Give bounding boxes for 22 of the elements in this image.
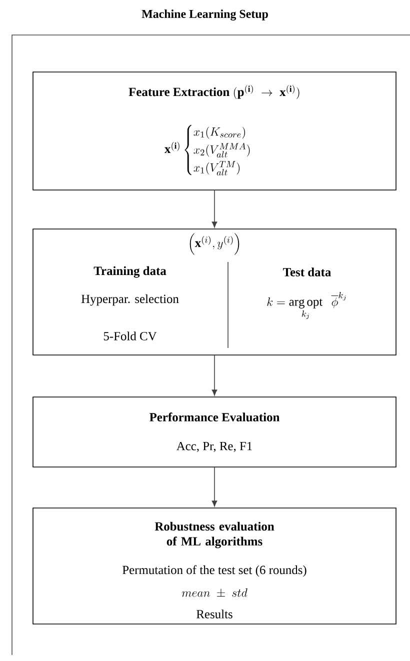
diagram-title: Machine Learning Setup <box>142 10 268 20</box>
box-heading: Performance Evaluation <box>150 412 280 422</box>
arrow <box>212 190 218 228</box>
box-heading: Feature Extraction $(\mathbf{p}^{(\mathbf{i})} \;\rightarrow\; \mathbf{x}^{(\mathbf{i})})$ <box>128 84 300 100</box>
formula: $k = \mathop{\mathrm{arg\,opt}}\limits_{k_j} \;\; \overline{\phi}^{k_j}$ <box>267 292 346 319</box>
box-text: Results <box>196 610 232 618</box>
process-box <box>32 228 396 356</box>
process-box <box>32 508 396 624</box>
arrow <box>212 467 218 507</box>
process-box <box>32 396 396 468</box>
box-text: Hyperpar. selection <box>81 294 179 306</box>
arrow <box>212 355 218 396</box>
box-heading: Training data <box>94 266 166 278</box>
process-box <box>32 72 396 190</box>
formula: $\mathbf{x}^{(\mathbf{i})} \begin{cases} x_1(K_{score}) \\ x_2(V_{alt}^{MMA}) \\ x_1(V_{alt}^{TM}) \end{cases}$ <box>164 124 250 176</box>
box-heading: Robustness evaluation of ML algorithms <box>154 522 274 548</box>
box-text: Acc, Pr, Re, F1 <box>176 442 252 452</box>
formula: $mean \;\pm\; std$ <box>182 588 248 597</box>
formula: $\left(\mathbf{x}^{(i)}, y^{(i)}\right)$ <box>190 233 240 255</box>
box-heading: Test data <box>283 268 331 276</box>
box-text: Permutation of the test set (6 rounds) <box>122 565 306 577</box>
box-text: 5-Fold CV <box>104 332 157 340</box>
